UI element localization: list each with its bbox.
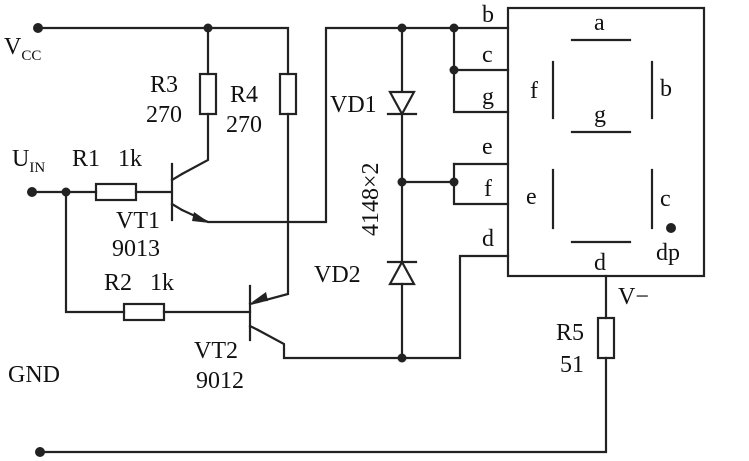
- pin-f-label: f: [484, 176, 492, 202]
- junction-vcc-r3: [203, 23, 213, 33]
- labels: VCC UIN GND R3 270 R4 270 R1 1k R2 1k R5…: [4, 2, 680, 394]
- pin-c-wire: [452, 26, 510, 114]
- r3-name-label: R3: [150, 72, 178, 98]
- segment-a-label: a: [594, 10, 605, 36]
- gnd-terminal: [35, 447, 45, 457]
- diode-part-label: 4148×2: [358, 162, 384, 236]
- r3-bottom-wire: [180, 112, 210, 176]
- segment-f-label: f: [530, 78, 538, 104]
- vt1-emitter-arrow: [192, 212, 210, 223]
- vd1-name-label: VD1: [330, 92, 377, 118]
- pin-ef-loop: [452, 162, 510, 206]
- diode-vd1: [386, 90, 418, 117]
- r1-name-label: R1: [72, 146, 100, 172]
- vt2-emitter-leg: [248, 300, 260, 306]
- pin-d-wire: [400, 254, 510, 360]
- vt1-collector-leg: [170, 172, 184, 182]
- r4-name-label: R4: [230, 82, 258, 108]
- vminus-label: V−: [618, 284, 649, 310]
- vd2-name-label: VD2: [314, 262, 361, 288]
- junction-pin-b: [449, 23, 459, 33]
- vt1-part-label: 9013: [112, 236, 160, 262]
- pin-g-label: g: [482, 84, 494, 110]
- resistor-r4: [278, 72, 298, 116]
- segment-dp-label: dp: [656, 240, 680, 266]
- segment-dp-dot: [666, 223, 676, 233]
- r5-value-label: 51: [560, 352, 584, 378]
- vcc-terminal: [33, 23, 43, 33]
- pin-b-label: b: [482, 2, 494, 28]
- junction-pin-c: [449, 65, 459, 75]
- seven-segment-display: [506, 6, 706, 278]
- diode-vd2: [386, 259, 418, 286]
- pin-d-label: d: [482, 226, 494, 252]
- vcc-label: VCC: [4, 34, 41, 64]
- vt2-collector-leg: [248, 324, 260, 332]
- vt1-name-label: VT1: [116, 208, 160, 234]
- r1-value-label: 1k: [118, 146, 142, 172]
- display-body: [506, 6, 706, 278]
- resistors: [94, 72, 616, 360]
- vt2-collector-wire: [256, 328, 404, 360]
- vt2-emitter-arrow: [252, 292, 268, 302]
- vt2-name-label: VT2: [194, 338, 238, 364]
- uin-terminal: [27, 187, 37, 197]
- gnd-label: GND: [8, 362, 60, 388]
- resistor-r5: [596, 316, 616, 360]
- r4-value-label: 270: [226, 112, 262, 138]
- r2-name-label: R2: [104, 270, 132, 296]
- segment-b-label: b: [660, 76, 672, 102]
- vcc-rail-right: [206, 26, 290, 76]
- r2-value-label: 1k: [150, 270, 174, 296]
- vt2-part-label: 9012: [196, 368, 244, 394]
- r2-branch-wire: [64, 190, 126, 314]
- junction-input: [61, 187, 71, 197]
- segment-e-label: e: [526, 184, 537, 210]
- junction-diode-mid: [397, 177, 407, 187]
- transistor-vt1: [170, 162, 210, 223]
- vt1-emitter-leg: [170, 202, 184, 212]
- vd1-triangle: [388, 90, 416, 117]
- vd2-triangle: [388, 259, 416, 286]
- segment-d-label: d: [594, 250, 606, 276]
- resistor-r1: [94, 182, 138, 202]
- r5-name-label: R5: [556, 320, 584, 346]
- nodes: [27, 23, 459, 457]
- junction-diode-top: [397, 23, 407, 33]
- resistor-r3: [198, 72, 218, 116]
- pin-e-label: e: [482, 134, 493, 160]
- r3-value-label: 270: [146, 102, 182, 128]
- r4-to-vt2-wire: [256, 112, 290, 304]
- transistor-vt2: [248, 284, 268, 342]
- junction-pin-ef: [449, 177, 459, 187]
- junction-diode-bottom: [397, 353, 407, 363]
- resistor-r2: [122, 302, 166, 322]
- r5-bottom-wire: [38, 356, 608, 454]
- segment-g-label: g: [594, 102, 606, 128]
- pin-c-label: c: [482, 42, 493, 68]
- segment-c-label: c: [660, 186, 671, 212]
- uin-label: UIN: [12, 146, 45, 176]
